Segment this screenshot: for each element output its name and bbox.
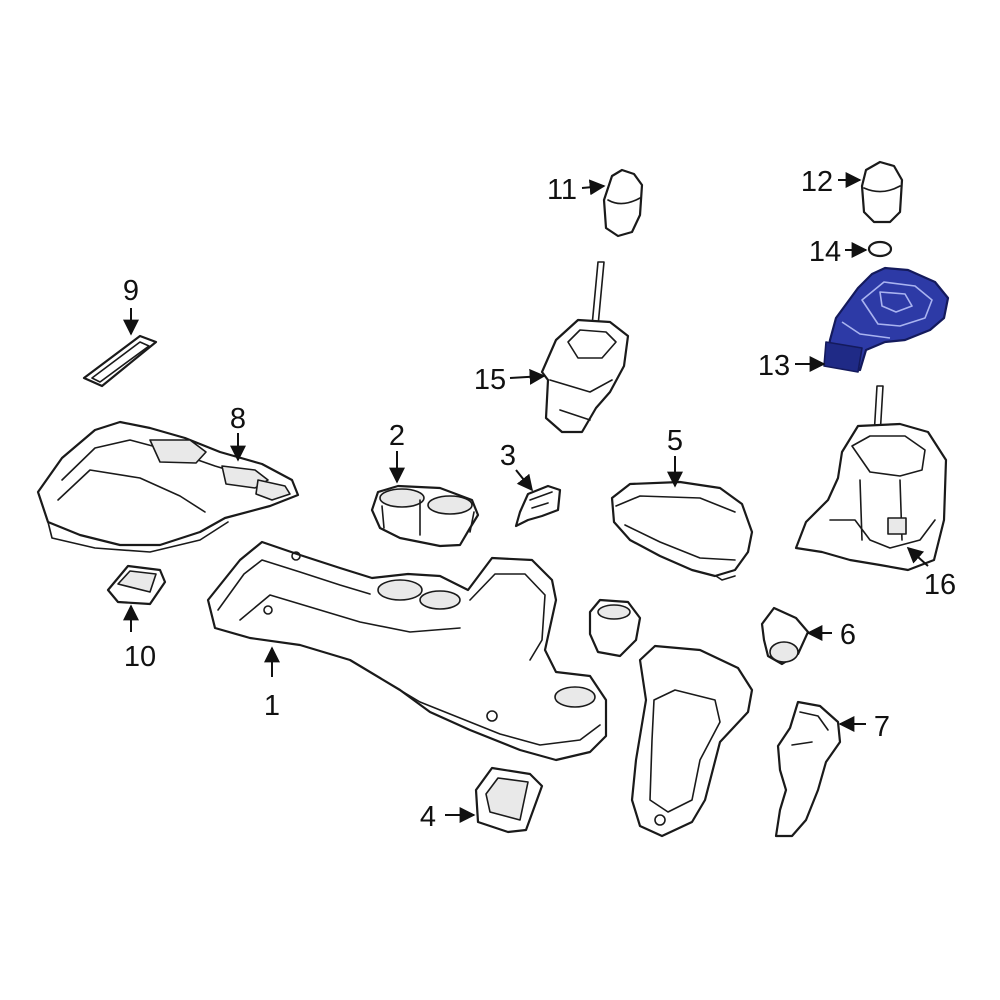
part-10-bin	[106, 564, 167, 606]
part-6-clip	[760, 606, 810, 666]
callout-1: 1	[264, 690, 280, 722]
callout-16: 16	[924, 569, 956, 601]
callout-13: 13	[758, 350, 790, 382]
part-2-cupholder	[370, 484, 480, 548]
callout-15: 15	[474, 364, 506, 396]
part-9-pad	[82, 334, 158, 388]
part-12-shift-knob	[860, 160, 904, 224]
callout-5: 5	[667, 425, 683, 457]
part-8-console-trim	[36, 420, 300, 553]
leader-lines	[123, 172, 929, 823]
part-15-shifter	[540, 261, 630, 434]
part-14-o-ring	[867, 240, 893, 258]
part-7-trim-panel	[774, 700, 842, 838]
callout-9: 9	[123, 275, 139, 307]
part-4-mat	[474, 766, 544, 834]
part-13-shift-bezel	[823, 266, 950, 373]
part-16-shifter-mechanism	[794, 385, 948, 572]
callout-10: 10	[124, 641, 156, 673]
part-11-shift-knob	[602, 168, 644, 238]
callout-11: 11	[547, 174, 577, 206]
callout-12: 12	[801, 166, 833, 198]
callout-8: 8	[230, 403, 246, 435]
callout-3: 3	[500, 440, 516, 472]
part-5-armrest	[610, 480, 754, 581]
callout-14: 14	[809, 236, 841, 268]
callout-4: 4	[420, 801, 436, 833]
callout-7: 7	[874, 711, 890, 743]
part-3-bracket	[514, 484, 562, 528]
callout-6: 6	[840, 619, 856, 651]
part-1-console-base	[206, 540, 608, 762]
callout-2: 2	[389, 420, 405, 452]
cup-insert	[588, 598, 642, 658]
shifter-housing	[630, 644, 754, 838]
